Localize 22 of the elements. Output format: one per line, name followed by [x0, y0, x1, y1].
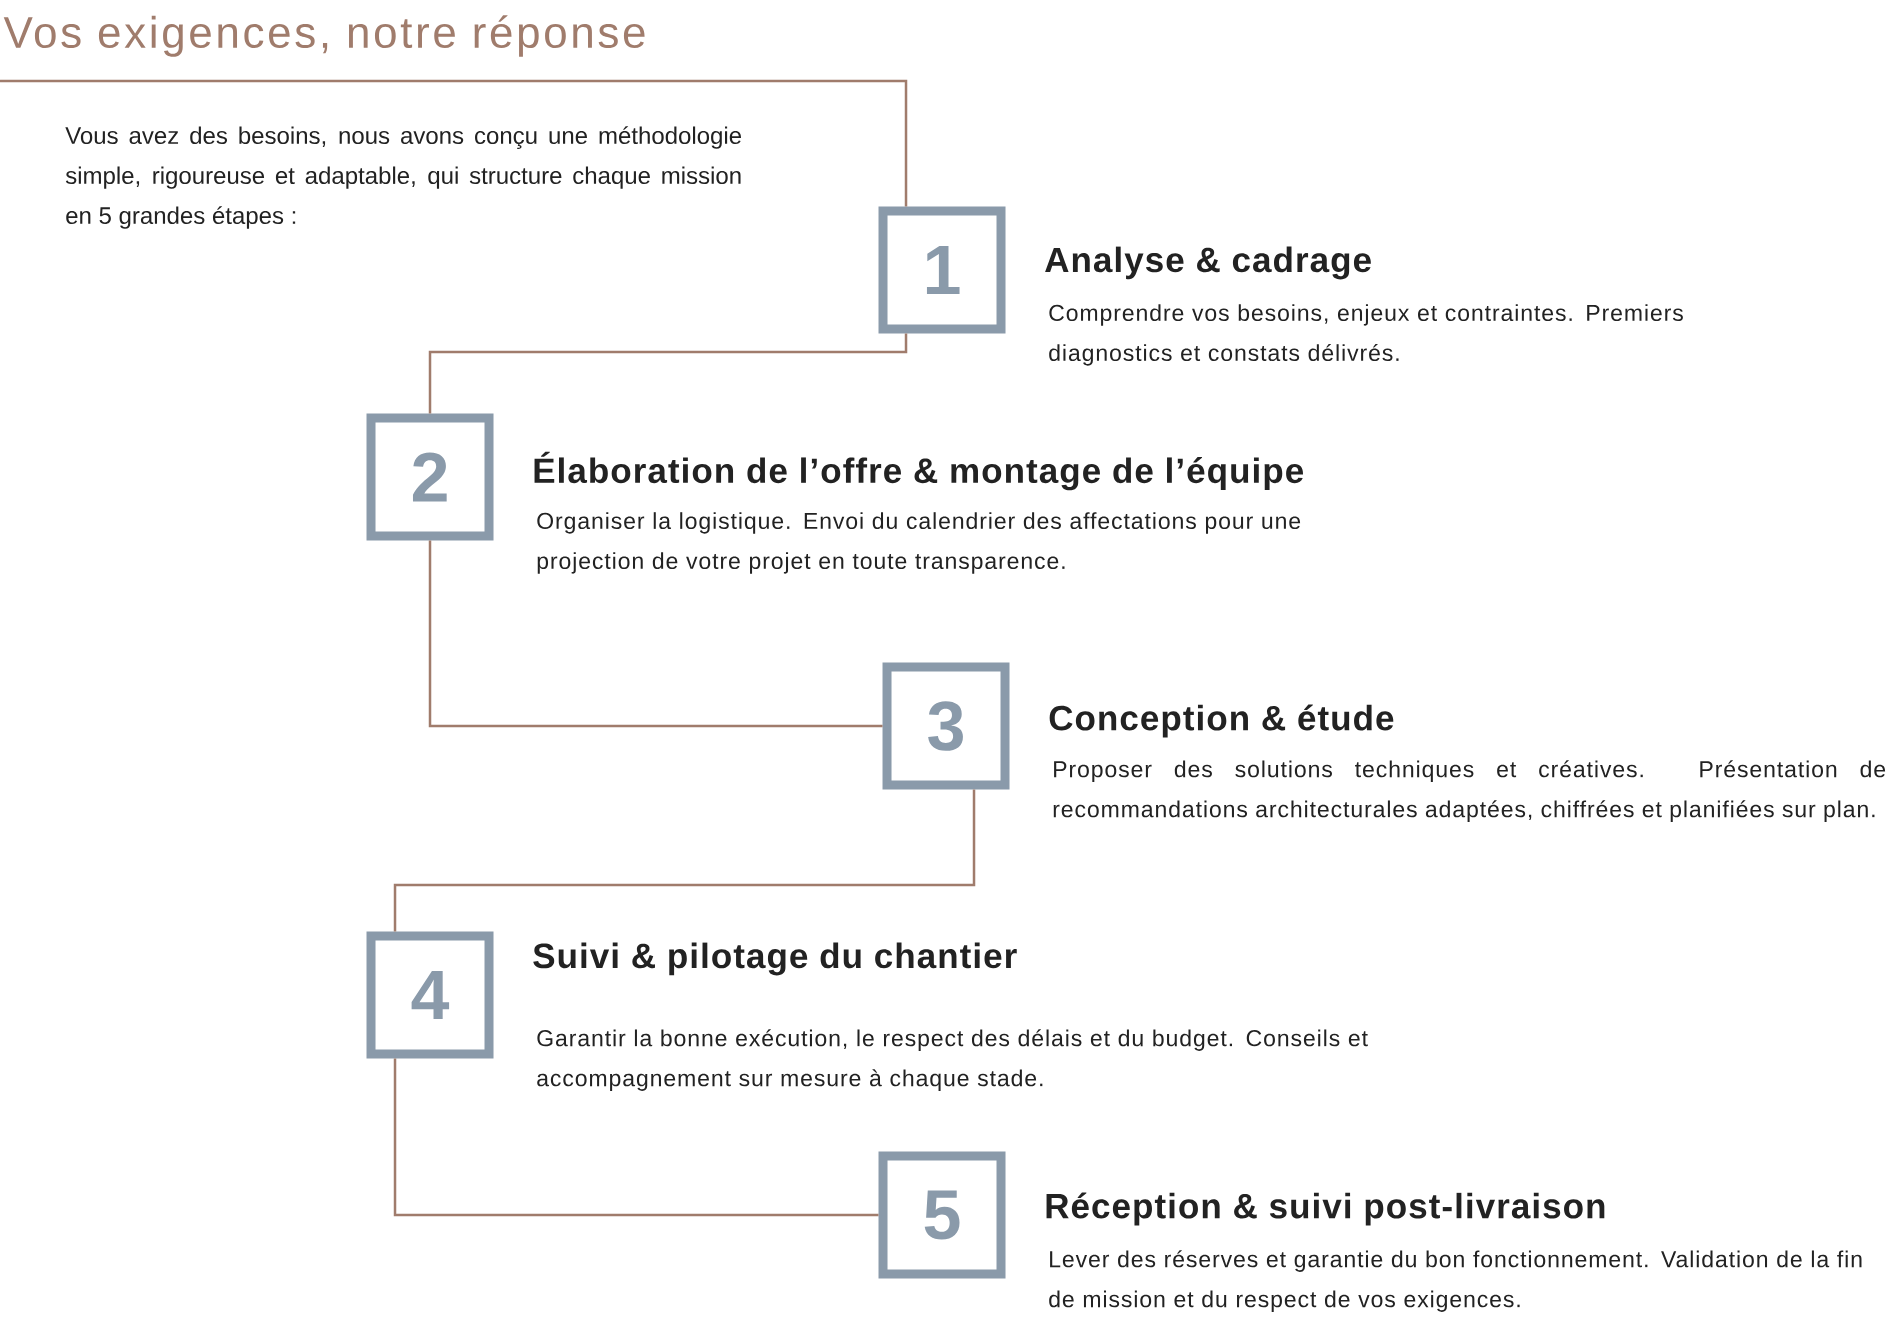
- step-description: Organiser la logistique. Envoi du calendrier des affectations pour une projection de votre projet en toute transparence.: [537, 512, 1301, 574]
- step-description: Lever des réserves et garantie du bon fonctionnement. Validation de la fin de mission et du respect de vos exigences.: [1049, 1250, 1862, 1312]
- connector-line: [0, 79, 908, 207]
- title: Vos exigences, notre réponse: [3, 15, 645, 57]
- step-heading: Analyse & cadrage: [1045, 246, 1371, 280]
- step-number-box: 4: [366, 931, 494, 1059]
- step-number-box: 2: [366, 413, 494, 541]
- step-number-box: 3: [882, 662, 1010, 790]
- step-description: Proposer des solutions techniques et créatives. Présentation de recommandations architecturales adaptées, chiffrées et planifiées sur plan.: [1053, 760, 1886, 822]
- step-number-box: 1: [878, 206, 1006, 334]
- step-description: Comprendre vos besoins, enjeux et contraintes. Premiers diagnostics et constats délivrés.: [1049, 304, 1683, 366]
- step-heading: Conception & étude: [1049, 704, 1394, 738]
- connector-line: [393, 1058, 879, 1217]
- intro-paragraph: Vous avez des besoins, nous avons conçu une méthodologie simple, rigoureuse et adaptable, qui structure chaque mission en 5 grandes étapes :: [65, 126, 741, 229]
- step-heading: Suivi & pilotage du chantier: [533, 942, 1017, 976]
- step-number-box: 5: [878, 1151, 1006, 1279]
- step-heading: Réception & suivi post-livraison: [1046, 1192, 1605, 1226]
- connector-line: [393, 789, 976, 932]
- step-description: Garantir la bonne exécution, le respect des délais et du budget. Conseils et accompagnement sur mesure à chaque stade.: [537, 1029, 1368, 1091]
- connector-line: [428, 540, 883, 728]
- connector-line: [428, 333, 908, 414]
- step-heading: Élaboration de l’offre & montage de l’équipe: [534, 451, 1303, 491]
